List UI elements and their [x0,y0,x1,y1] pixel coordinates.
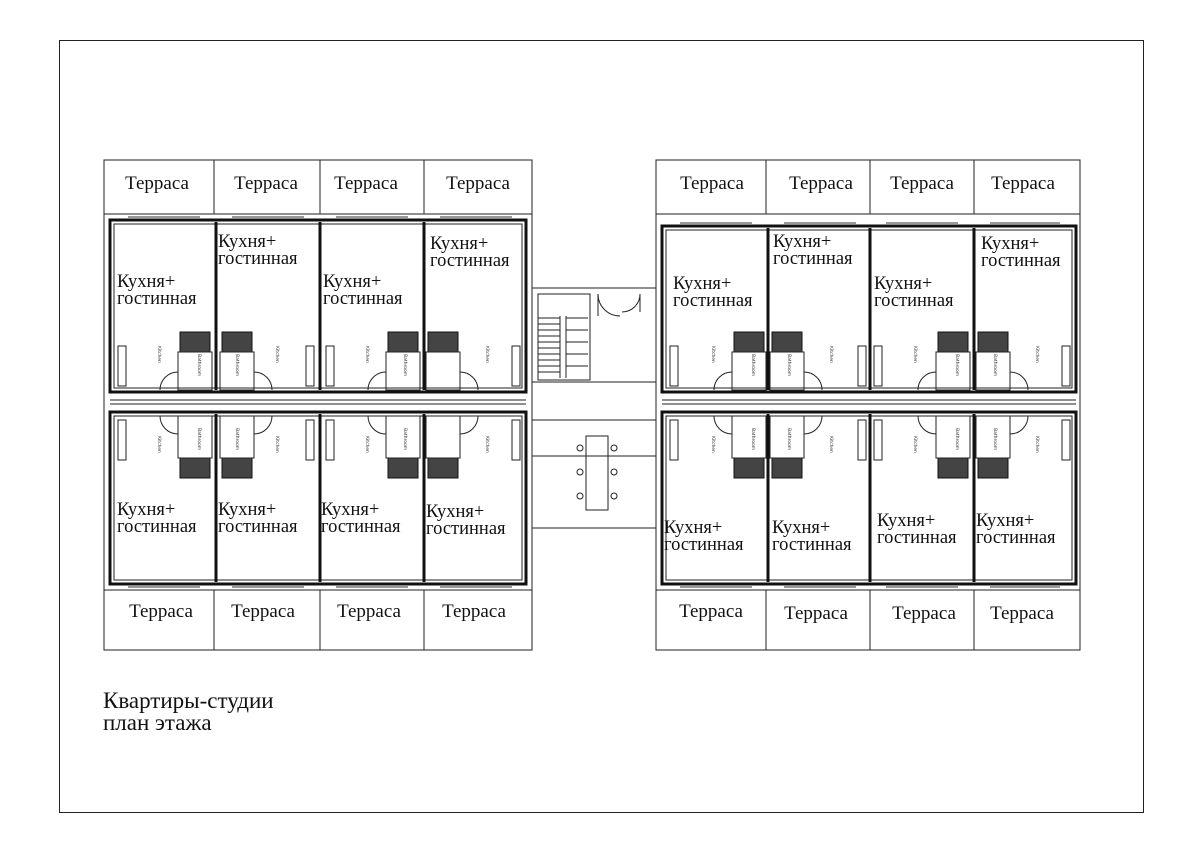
terrace-label: Терраса [679,601,743,622]
room-label: Кухня+гостинная [218,232,298,269]
room-label: Кухня+гостинная [430,234,510,271]
room-label: Кухня+гостинная [321,500,401,537]
kitchen-label: Kitchen [1034,436,1039,453]
room-label: Кухня+гостинная [877,511,957,548]
kitchen-label: Kitchen [484,436,489,453]
kitchen-label: Kitchen [912,436,917,453]
kitchen-label: Kitchen [710,346,715,363]
bathroom-label: Bathroom [786,428,791,451]
room-label: Кухня+гостинная [981,234,1061,271]
bathroom-label: Bathroom [992,428,997,451]
kitchen-label: Kitchen [364,346,369,363]
bathroom-label: Bathroom [234,428,239,451]
bathroom-label: Bathroom [196,354,201,377]
kitchen-label: Kitchen [484,346,489,363]
terrace-label: Терраса [991,173,1055,194]
bathroom-label: Bathroom [402,428,407,451]
terrace-label: Терраса [892,603,956,624]
kitchen-label: Kitchen [156,346,161,363]
terrace-label: Терраса [337,601,401,622]
kitchen-label: Kitchen [710,436,715,453]
drawing-frame [59,40,1144,813]
kitchen-label: Kitchen [274,346,279,363]
room-label: Кухня+гостинная [117,272,197,309]
kitchen-label: Kitchen [912,346,917,363]
plan-title-line1: Квартиры-студии [103,688,274,713]
bathroom-label: Bathroom [402,354,407,377]
terrace-label: Терраса [680,173,744,194]
bathroom-label: Bathroom [196,428,201,451]
terrace-label: Терраса [890,173,954,194]
bathroom-label: Bathroom [750,354,755,377]
room-label: Кухня+гостинная [426,502,506,539]
kitchen-label: Kitchen [828,346,833,363]
room-label: Кухня+гостинная [323,272,403,309]
terrace-label: Терраса [789,173,853,194]
room-label: Кухня+гостинная [976,511,1056,548]
terrace-label: Терраса [442,601,506,622]
bathroom-label: Bathroom [786,354,791,377]
room-label: Кухня+гостинная [772,518,852,555]
plan-title: Квартиры-студии план этажа [103,688,274,735]
room-label: Кухня+гостинная [874,274,954,311]
bathroom-label: Bathroom [234,354,239,377]
plan-title-line2: план этажа [103,710,212,735]
terrace-label: Терраса [231,601,295,622]
terrace-label: Терраса [446,173,510,194]
bathroom-label: Bathroom [954,428,959,451]
bathroom-label: Bathroom [750,428,755,451]
terrace-label: Терраса [784,603,848,624]
kitchen-label: Kitchen [364,436,369,453]
kitchen-label: Kitchen [1034,346,1039,363]
bathroom-label: Bathroom [954,354,959,377]
bathroom-label: Bathroom [992,354,997,377]
left-block-outline [103,159,533,651]
room-label: Кухня+гостинная [117,500,197,537]
kitchen-label: Kitchen [156,436,161,453]
terrace-label: Терраса [990,603,1054,624]
room-label: Кухня+гостинная [673,274,753,311]
terrace-label: Терраса [125,173,189,194]
kitchen-label: Kitchen [828,436,833,453]
terrace-label: Терраса [129,601,193,622]
kitchen-label: Kitchen [274,436,279,453]
right-block-outline [655,159,1081,651]
terrace-label: Терраса [334,173,398,194]
room-label: Кухня+гостинная [773,232,853,269]
room-label: Кухня+гостинная [218,500,298,537]
room-label: Кухня+гостинная [664,518,744,555]
terrace-label: Терраса [234,173,298,194]
